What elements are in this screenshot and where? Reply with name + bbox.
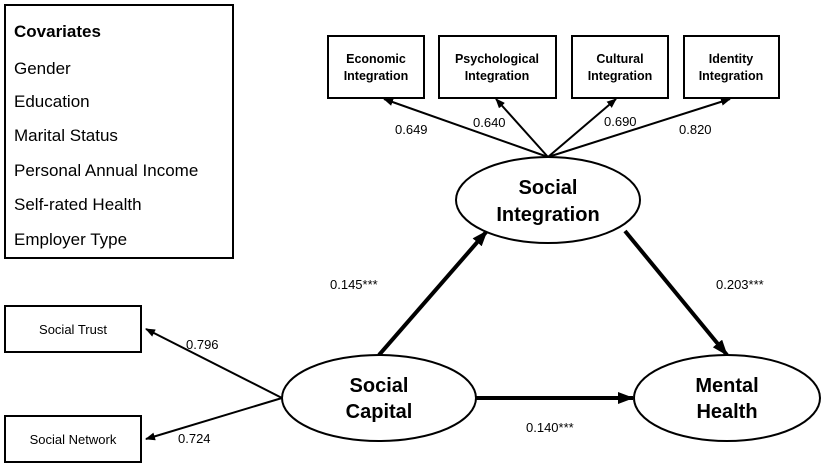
- covariate-gender: Gender: [14, 59, 71, 78]
- latent-social-integration: Social Integration: [455, 156, 641, 244]
- social-trust-label: Social Trust: [39, 322, 107, 337]
- latent-mental-health: Mental Health: [633, 354, 821, 442]
- coef-capital-to-integration: 0.145***: [330, 277, 378, 292]
- loading-social-network: 0.724: [178, 431, 211, 446]
- arrow-capital-to-trust: [145, 328, 283, 399]
- covariate-education: Education: [14, 92, 90, 111]
- social-capital-label-1: Social: [350, 375, 409, 397]
- path-integration-to-health: [623, 229, 729, 357]
- indicator-cultural-integration: Cultural Integration: [571, 35, 669, 99]
- indicator-identity-label-1: Identity: [709, 52, 753, 66]
- covariate-employer-type: Employer Type: [14, 230, 127, 249]
- indicator-economic-integration: Economic Integration: [327, 35, 425, 99]
- arrow-capital-to-network: [145, 397, 283, 441]
- indicator-economic-label-2: Integration: [344, 69, 409, 83]
- arrow-integration-to-cultural: [547, 98, 617, 158]
- social-integration-label-2: Integration: [496, 204, 599, 226]
- coef-integration-to-health: 0.203***: [716, 277, 764, 292]
- arrow-integration-to-identity: [547, 97, 731, 158]
- arrow-integration-to-psychological: [495, 98, 549, 158]
- loading-identity: 0.820: [679, 122, 712, 137]
- covariate-marital-status: Marital Status: [14, 126, 118, 145]
- indicator-psychological-label-1: Psychological: [455, 52, 539, 66]
- mental-health-label-1: Mental: [695, 375, 758, 397]
- indicator-psychological-integration: Psychological Integration: [438, 35, 557, 99]
- loading-cultural: 0.690: [604, 114, 637, 129]
- arrow-integration-to-economic: [383, 98, 549, 158]
- covariate-self-rated-health: Self-rated Health: [14, 195, 142, 214]
- indicator-identity-label-2: Integration: [699, 69, 764, 83]
- social-network-label: Social Network: [30, 432, 117, 447]
- loading-economic: 0.649: [395, 122, 428, 137]
- loading-social-trust: 0.796: [186, 337, 219, 352]
- indicator-cultural-label-2: Integration: [588, 69, 653, 83]
- latent-social-capital: Social Capital: [281, 354, 477, 442]
- coef-capital-to-health: 0.140***: [526, 420, 574, 435]
- indicator-economic-label-1: Economic: [346, 52, 406, 66]
- covariate-personal-annual-income: Personal Annual Income: [14, 161, 198, 180]
- loading-psychological: 0.640: [473, 115, 506, 130]
- covariates-title: Covariates: [14, 22, 101, 41]
- observed-social-network: Social Network: [4, 415, 142, 463]
- covariates-box: Covariates Gender Education Marital Stat…: [4, 4, 234, 259]
- social-integration-label-1: Social: [519, 177, 578, 199]
- social-capital-label-2: Capital: [346, 401, 413, 423]
- indicator-cultural-label-1: Cultural: [596, 52, 643, 66]
- indicator-psychological-label-2: Integration: [465, 69, 530, 83]
- observed-social-trust: Social Trust: [4, 305, 142, 353]
- indicator-identity-integration: Identity Integration: [683, 35, 780, 99]
- mental-health-label-2: Health: [696, 401, 757, 423]
- path-capital-to-integration: [377, 229, 489, 357]
